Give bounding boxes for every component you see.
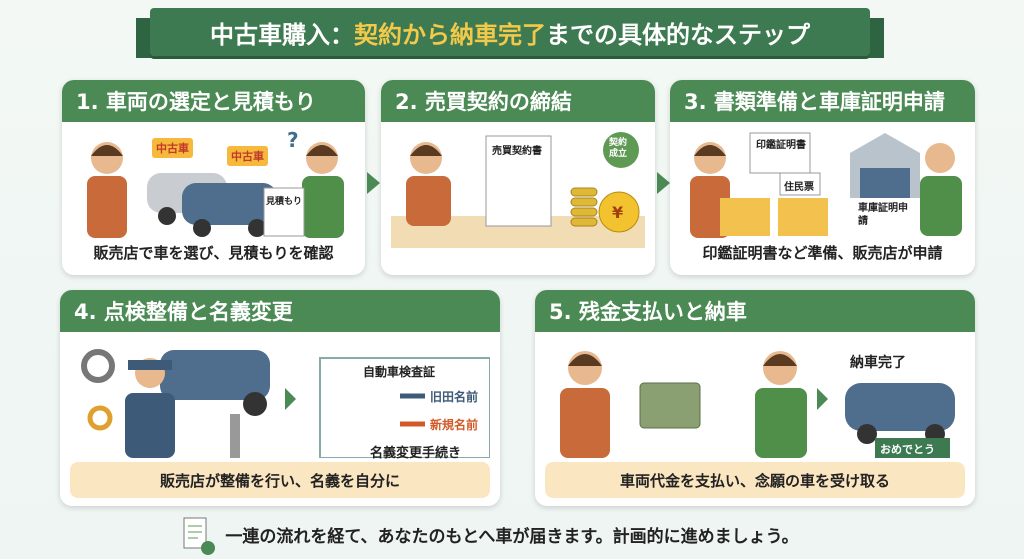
- maintenance-icon: [81, 349, 490, 458]
- arrow-right-icon: [817, 388, 828, 410]
- contract-complete-seal: 契約成立: [609, 138, 628, 159]
- title-highlight: 契約から納車完了: [354, 20, 546, 49]
- arrow-right-icon: [657, 172, 670, 194]
- car-selection-icon: [87, 142, 344, 238]
- congratulations-label: おめでとう: [880, 443, 935, 456]
- used-car-tag: 中古車: [227, 146, 268, 166]
- illustration-maintenance: 自動車検査証 旧田名前 新規名前 名義変更手続き: [70, 338, 490, 461]
- step-card-1: 1. 車両の選定と見積もり 中古車 中古車 見積もり ? 販売店で車を選び、見積…: [62, 80, 365, 275]
- garage-cert-label: 車庫証明申請: [858, 203, 908, 227]
- step-header: 5. 残金支払いと納車: [535, 290, 975, 332]
- seal-certificate-label: 印鑑証明書: [756, 140, 806, 151]
- step-card-5: 5. 残金支払いと納車 納車完了 おめでとう 車両代金を支払い、念願の車を受け取…: [535, 290, 975, 506]
- illustration-car-selection: 中古車 中古車 見積もり ?: [72, 128, 355, 238]
- step-header: 2. 売買契約の締結: [381, 80, 655, 122]
- delivery-complete-label: 納車完了: [850, 355, 906, 371]
- contract-signing-icon: [391, 132, 645, 248]
- step-header: 3. 書類準備と車庫証明申請: [670, 80, 975, 122]
- name-change-label: 名義変更手続き: [370, 446, 462, 461]
- step-caption: 車両代金を支払い、念願の車を受け取る: [545, 462, 965, 498]
- illustration-contract: 売買契約書 契約成立 ¥: [391, 128, 645, 248]
- step-card-4: 4. 点検整備と名義変更 自動車検査証 旧田名前 新規名前 名義変更手続き 販売…: [60, 290, 500, 506]
- payment-delivery-icon: [560, 351, 955, 458]
- used-car-tag: 中古車: [152, 138, 193, 158]
- illustration-delivery: 納車完了 おめでとう: [545, 338, 965, 458]
- step-card-3: 3. 書類準備と車庫証明申請 印鑑証明書 住民票 車庫証明申請 印鑑証明書など準…: [670, 80, 975, 275]
- yen-coin-label: ¥: [612, 203, 624, 222]
- resident-record-label: 住民票: [784, 182, 814, 193]
- estimate-doc-label: 見積もり: [266, 197, 303, 207]
- arrow-right-icon: [285, 388, 296, 410]
- step-caption: 印鑑証明書など準備、販売店が申請: [702, 243, 943, 262]
- arrow-right-icon: [367, 172, 380, 194]
- footer-message: 一連の流れを経て、あなたのもとへ車が届きます。計画的に進めましょう。: [225, 527, 799, 547]
- vehicle-inspection-cert-label: 自動車検査証: [363, 365, 436, 379]
- step-caption: 販売店で車を選び、見積もりを確認: [93, 243, 334, 262]
- step-card-2: 2. 売買契約の締結 売買契約書 契約成立 ¥: [381, 80, 655, 275]
- step-caption: 販売店が整備を行い、名義を自分に: [70, 462, 490, 498]
- old-name-label: 旧田名前: [430, 390, 479, 404]
- title-part3: までの具体的なステップ: [546, 20, 810, 49]
- documents-garage-icon: [690, 132, 962, 238]
- step-header: 1. 車両の選定と見積もり: [62, 80, 365, 122]
- title-banner: 中古車購入：契約から納車完了までの具体的なステップ: [136, 8, 884, 58]
- illustration-documents: 印鑑証明書 住民票 車庫証明申請: [680, 128, 965, 238]
- new-name-label: 新規名前: [430, 418, 479, 432]
- document-check-icon: [183, 517, 215, 555]
- contract-doc-label: 売買契約書: [492, 146, 542, 157]
- question-mark: ?: [287, 128, 299, 152]
- title-part1: 中古車購入：: [210, 20, 354, 49]
- step-header: 4. 点検整備と名義変更: [60, 290, 500, 332]
